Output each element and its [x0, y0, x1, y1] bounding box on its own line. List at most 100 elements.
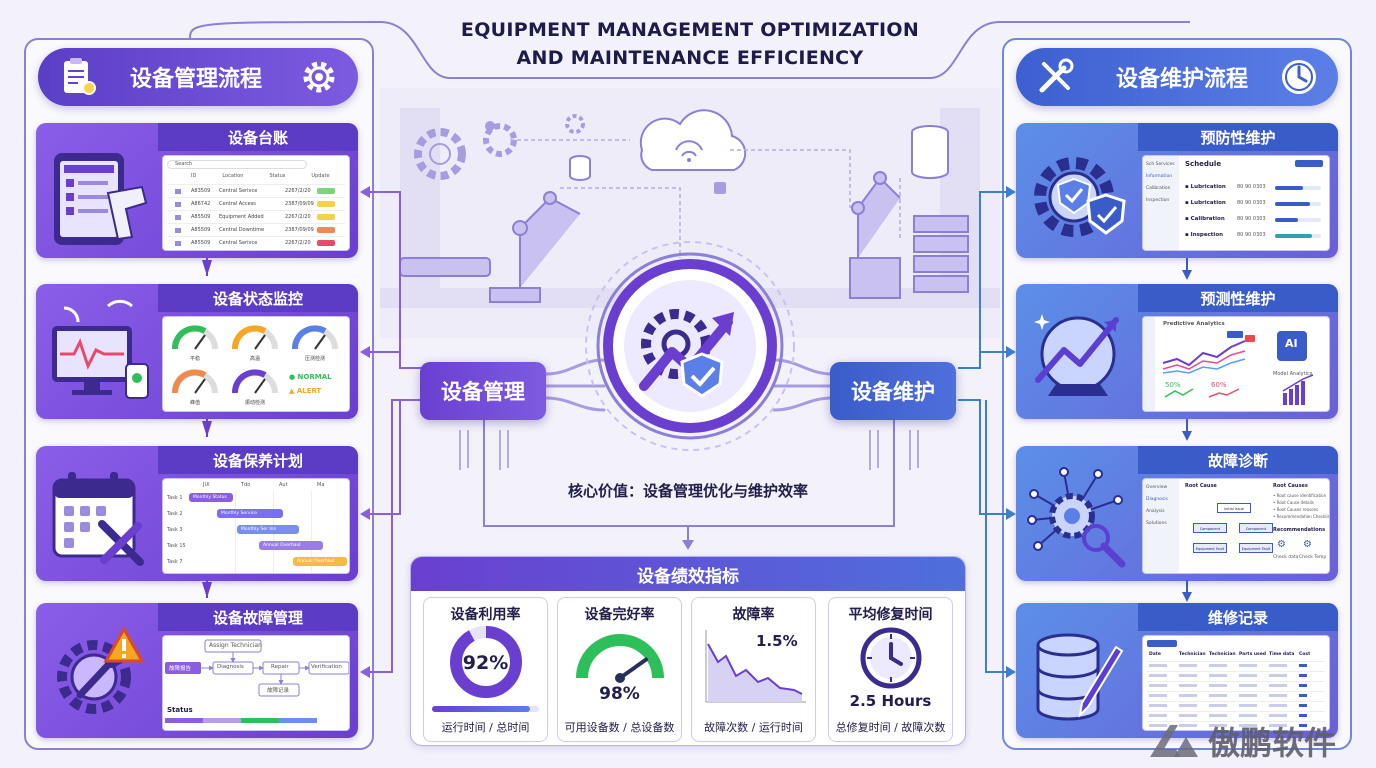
row-location: Central Downtime: [219, 227, 265, 233]
ai-badge: AI: [1285, 337, 1298, 350]
row-id: A85509: [191, 214, 211, 220]
repair-cell: [1239, 684, 1257, 687]
row-id: A83509: [191, 188, 211, 194]
repair-cell: [1149, 724, 1167, 727]
gantt-grid-line: [311, 491, 312, 573]
kpi-failure-rate-value: 1.5%: [756, 632, 798, 650]
schedule-progress-fill: [1275, 186, 1303, 190]
fault-step-verification: Verification: [311, 664, 342, 670]
repair-cell: [1209, 714, 1227, 717]
predictive-chart-title: Predictive Analytics: [1163, 321, 1225, 327]
gantt-row-label: Task 2: [167, 511, 183, 517]
gauge-label: 高温: [249, 356, 260, 362]
diagnosis-side-item: Analysis: [1146, 509, 1165, 514]
schedule-side-item: Sch Services: [1146, 162, 1175, 167]
gantt-bar: Monthly Status: [189, 493, 233, 502]
table-row: [1147, 721, 1325, 722]
kpi-availability-title: 设备完好率: [584, 607, 655, 623]
schedule-add-button: [1295, 160, 1323, 167]
preventive-maintenance-title: 预防性维护: [1138, 123, 1338, 151]
equipment-management-node[interactable]: 设备管理: [420, 362, 546, 420]
kpi-availability-card[interactable]: 设备完好率 98% 可用设备数 / 总设备数: [557, 597, 682, 742]
gantt-bar: Annual Overhaul: [259, 541, 323, 550]
status-badge: [317, 240, 335, 246]
schedule-progress: [1275, 186, 1321, 190]
normal-status: ● NORMAL: [289, 373, 332, 381]
repair-cell: [1149, 694, 1167, 697]
gantt-bar: Annual Overhaul: [293, 557, 347, 566]
equipment-maintenance-node[interactable]: 设备维护: [830, 362, 956, 420]
diagnosis-node: Component: [1193, 523, 1227, 533]
repair-cell: [1269, 724, 1287, 727]
schedule-progress: [1275, 234, 1321, 238]
row-date: 2267/2/20: [285, 240, 311, 246]
status-badge: [317, 214, 335, 220]
gantt-row-label: Task 1: [167, 495, 183, 501]
tablet-scanner-icon: [54, 153, 148, 245]
core-value-text: 核心价值：设备管理优化与维护效率: [567, 482, 808, 500]
gantt-col-header: Aut: [279, 482, 288, 488]
repair-cell: [1209, 694, 1227, 697]
row-date: 2387/09/09: [285, 201, 314, 207]
row-icon: [175, 215, 181, 220]
repair-cell: [1149, 664, 1167, 667]
equipment-monitoring-card[interactable]: 设备状态监控 平稳高温压测检测峰值振动检测● NORMAL▲ ALERT: [36, 284, 358, 419]
circuit-gear-magnifier-icon: [1027, 467, 1126, 568]
repair-cell: [1299, 724, 1307, 727]
predictive-maintenance-title: 预测性维护: [1138, 284, 1338, 312]
repair-cell: [1299, 694, 1307, 697]
repair-cell: [1209, 704, 1227, 707]
kpi-utilization-title: 设备利用率: [450, 607, 521, 623]
predictive-stat-1: 50%: [1165, 381, 1181, 389]
gauge-label: 平稳: [189, 356, 200, 362]
repair-cell: [1299, 714, 1307, 717]
diagnosis-side-item: Solutions: [1146, 521, 1167, 526]
diagnosis-node: Equipment Fault: [1193, 543, 1227, 553]
right-process-title: 设备维护流程: [1116, 67, 1249, 92]
repair-cell: [1239, 694, 1257, 697]
schedule-item: ▪ Lubrication: [1185, 200, 1226, 206]
repair-cell: [1269, 694, 1287, 697]
gantt-col-header: Tdo: [241, 482, 251, 488]
repair-col-header: Cost: [1299, 652, 1311, 657]
diagnosis-col-1: Root Cause: [1185, 483, 1217, 489]
kpi-failure-rate-title: 故障率: [732, 607, 775, 623]
row-id: A85509: [191, 240, 211, 246]
kpi-availability-caption: 可用设备数 / 总设备数: [564, 721, 675, 734]
fault-management-card[interactable]: 设备故障管理 Assign Technician 故障报告 Diagnosis: [36, 603, 358, 738]
kpi-mttr-card[interactable]: 平均修复时间 2.5 Hours 总修复时间 / 故障次数: [828, 597, 953, 742]
schedule-progress-fill: [1275, 202, 1310, 206]
repair-cell: [1239, 704, 1257, 707]
ledger-search-input[interactable]: Search: [175, 161, 193, 167]
gauge-label: 振动检测: [244, 400, 265, 406]
kpi-failure-rate-caption: 故障次数 / 运行时间: [704, 721, 803, 734]
predictive-stat-2: 60%: [1211, 381, 1227, 389]
repair-cell: [1299, 684, 1307, 687]
equipment-ledger-card[interactable]: 设备台账 Search ID Location Status Update A8…: [36, 123, 358, 258]
kpi-mttr-value: 2.5 Hours: [849, 692, 932, 710]
diagnosis-col-2: Root Causes: [1273, 483, 1308, 489]
predictive-line-chart: [1143, 317, 1314, 411]
kpi-utilization-card[interactable]: 设备利用率 92% 运行时间 / 总时间: [423, 597, 548, 742]
repair-cell: [1269, 684, 1287, 687]
gantt-col-header: JUl: [203, 482, 210, 488]
database-pencil-icon: [1036, 633, 1124, 721]
repair-cell: [1299, 674, 1307, 677]
gauge: 平稳: [169, 321, 221, 362]
diagnosis-side-item: Diagnosis: [1146, 497, 1168, 502]
kpi-failure-rate-card[interactable]: 故障率 1.5% 故障次数 / 运行时间: [691, 597, 816, 742]
repair-cell: [1209, 664, 1227, 667]
repair-cell: [1149, 674, 1167, 677]
predictive-chart-panel: Predictive Analytics AI 50% 60% Model An…: [1142, 316, 1330, 412]
repair-cell: [1179, 694, 1197, 697]
predictive-maintenance-card[interactable]: 预测性维护 Predictive Analytics AI 50% 60% Mo…: [1016, 284, 1338, 419]
repair-cell: [1269, 704, 1287, 707]
